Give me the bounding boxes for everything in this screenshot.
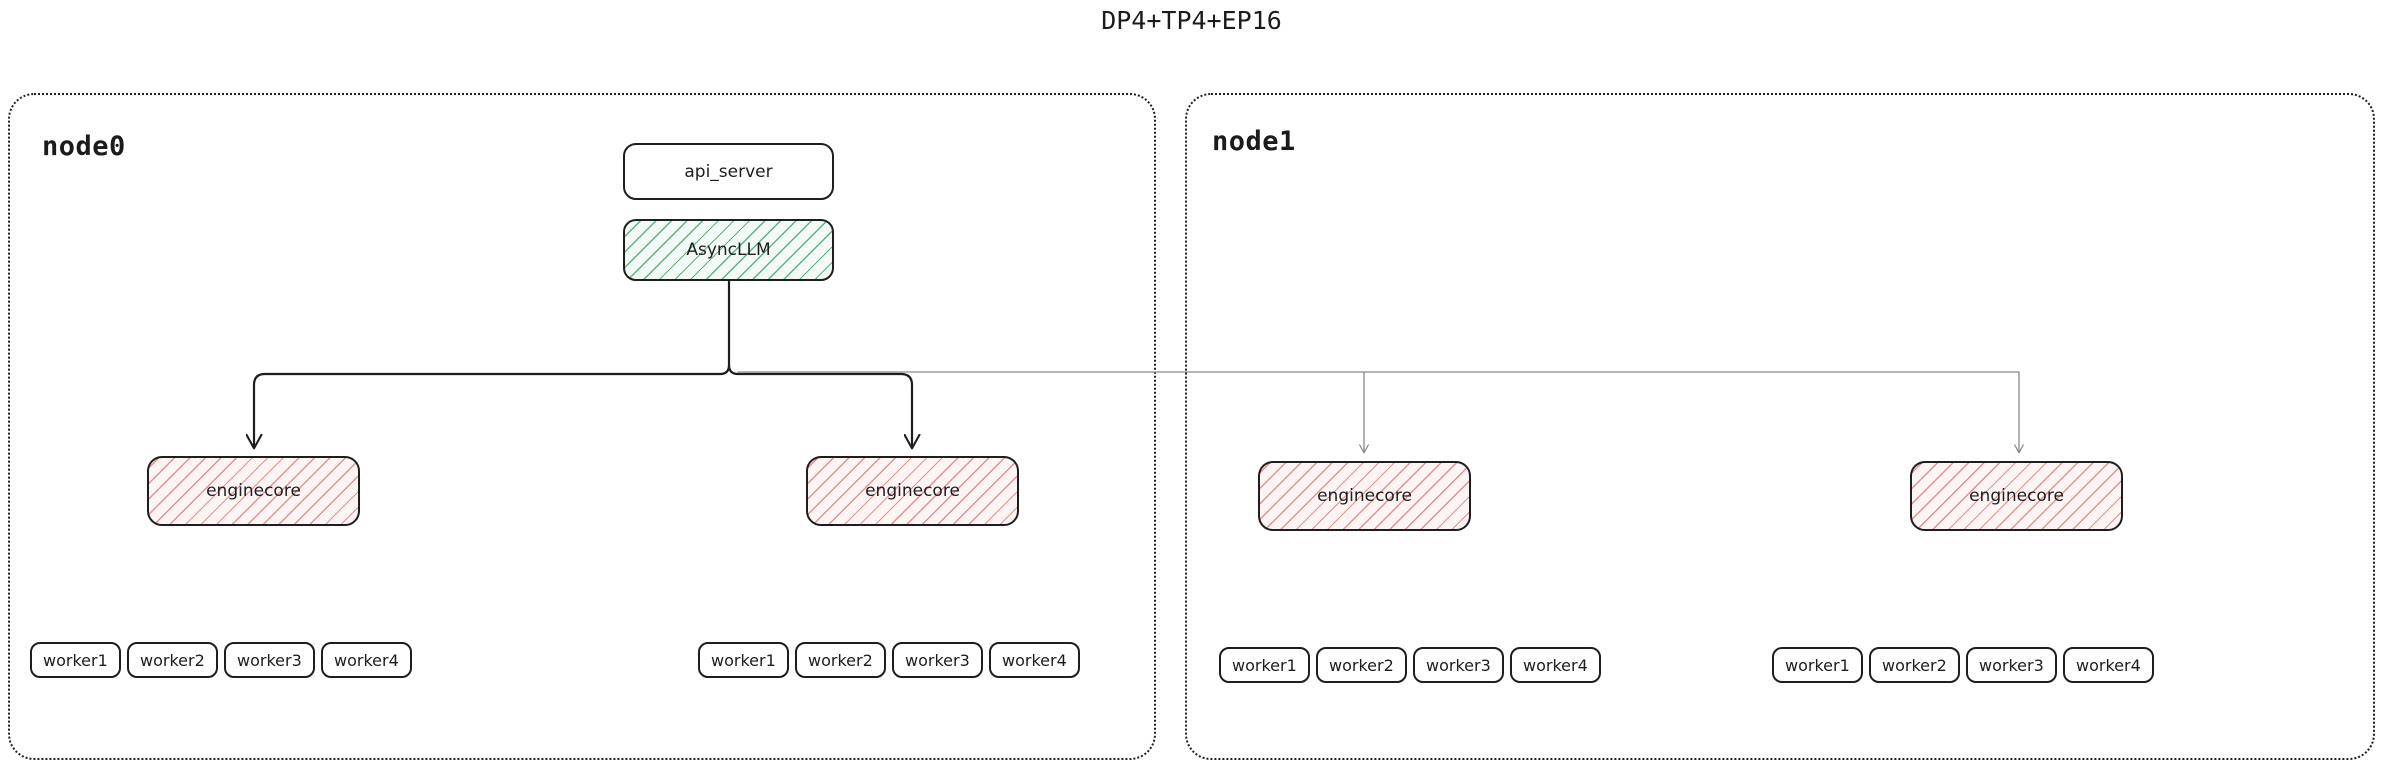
- page-title: DP4+TP4+EP16: [1101, 6, 1282, 35]
- worker-box[interactable]: worker1: [30, 642, 121, 678]
- worker-box[interactable]: worker2: [1316, 647, 1407, 683]
- asyncllm-box[interactable]: AsyncLLM: [623, 219, 834, 281]
- worker-box[interactable]: worker4: [2063, 647, 2154, 683]
- worker-box[interactable]: worker2: [795, 642, 886, 678]
- worker-box[interactable]: worker2: [127, 642, 218, 678]
- enginecore-box[interactable]: enginecore: [1258, 461, 1471, 531]
- worker-box[interactable]: worker1: [1219, 647, 1310, 683]
- worker-box[interactable]: worker4: [1510, 647, 1601, 683]
- worker-box[interactable]: worker4: [989, 642, 1080, 678]
- worker-box[interactable]: worker2: [1869, 647, 1960, 683]
- worker-box[interactable]: worker3: [1413, 647, 1504, 683]
- worker-box[interactable]: worker1: [1772, 647, 1863, 683]
- worker-box[interactable]: worker1: [698, 642, 789, 678]
- worker-box[interactable]: worker3: [1966, 647, 2057, 683]
- api-server-box[interactable]: api_server: [623, 143, 834, 200]
- enginecore-box[interactable]: enginecore: [806, 456, 1019, 526]
- node-label-node0: node0: [42, 131, 126, 162]
- worker-box[interactable]: worker3: [224, 642, 315, 678]
- worker-box[interactable]: worker3: [892, 642, 983, 678]
- node-label-node1: node1: [1212, 126, 1296, 157]
- worker-box[interactable]: worker4: [321, 642, 412, 678]
- enginecore-box[interactable]: enginecore: [147, 456, 360, 526]
- enginecore-box[interactable]: enginecore: [1910, 461, 2123, 531]
- node-group-node0: [8, 93, 1156, 760]
- node-group-node1: [1185, 93, 2375, 760]
